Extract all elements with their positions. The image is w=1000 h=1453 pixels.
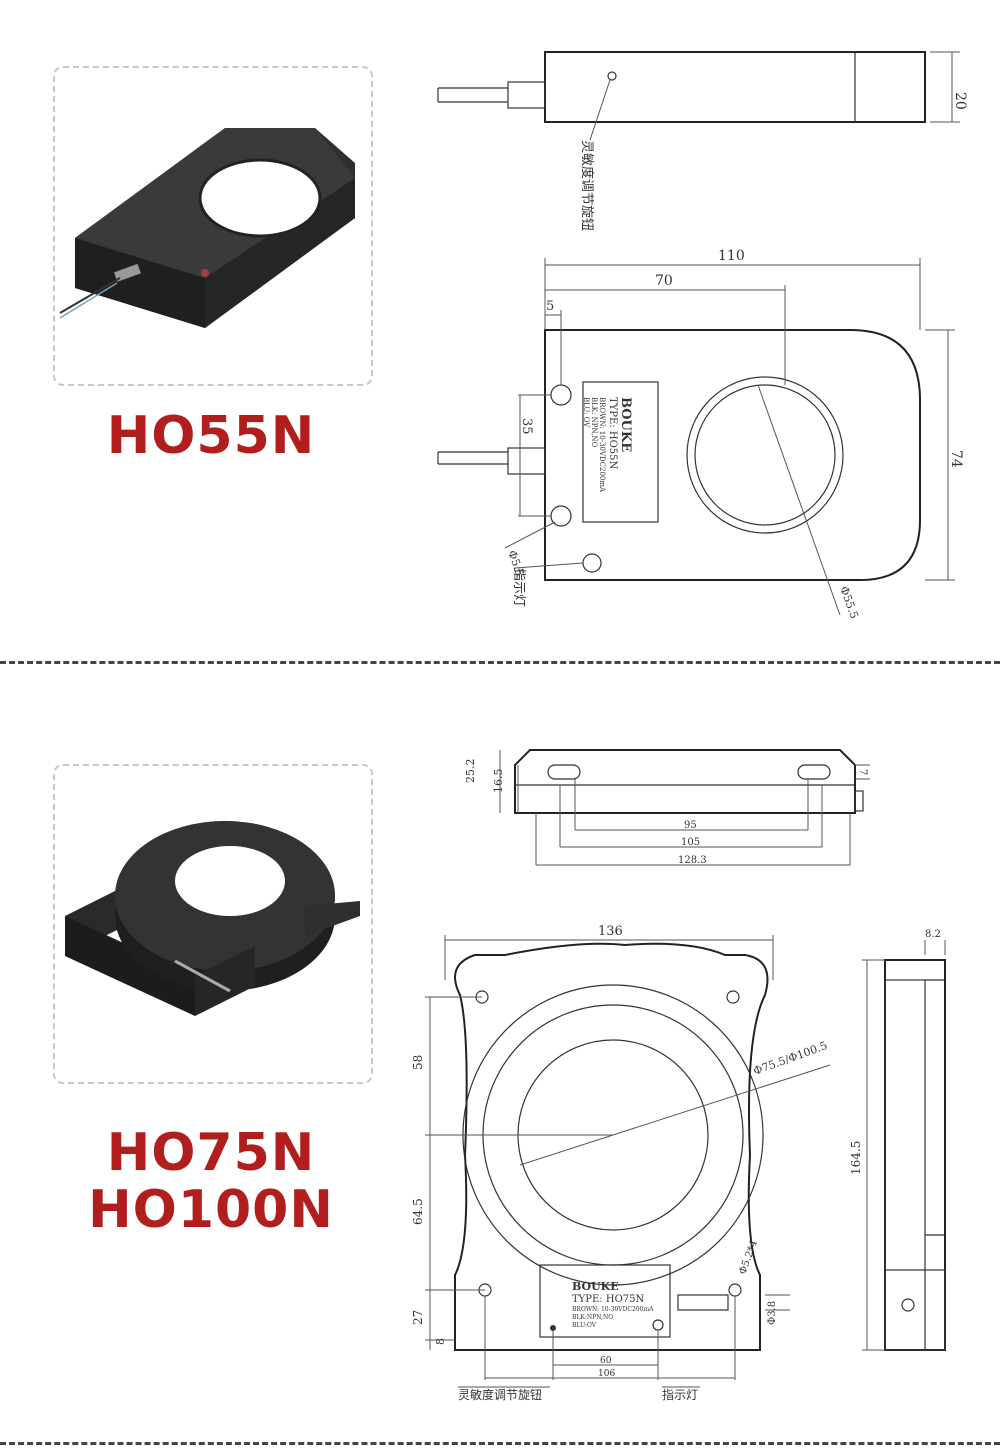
svg-text:BLK: NPN,NO: BLK: NPN,NO bbox=[590, 397, 598, 447]
dim-bore-dia: Φ55.5 bbox=[837, 585, 861, 621]
dim-lower: 64.5 bbox=[411, 1198, 425, 1225]
svg-text:BOUKE: BOUKE bbox=[618, 397, 633, 452]
svg-text:BROWN: 10-30VDC200mA: BROWN: 10-30VDC200mA bbox=[572, 1306, 654, 1313]
dim-overall-width: 128.3 bbox=[678, 855, 707, 866]
dim-holes-60: 60 bbox=[600, 1356, 612, 1366]
dim-offset: 5 bbox=[546, 299, 554, 314]
dim-upper: 58 bbox=[411, 1055, 425, 1070]
section-separator-2 bbox=[0, 1442, 1000, 1445]
dim-width: 136 bbox=[598, 924, 623, 939]
section-separator-1 bbox=[0, 661, 1000, 664]
dim-thickness: 20 bbox=[952, 92, 968, 110]
dim-slot-spacing: 95 bbox=[684, 820, 697, 831]
dim-center: 70 bbox=[655, 273, 673, 289]
knob-icon-2 bbox=[550, 1325, 556, 1331]
svg-text:BLU: OV: BLU: OV bbox=[582, 397, 590, 428]
dim-bottom: 27 bbox=[411, 1310, 425, 1325]
ho75n-nameplate: BOUKE TYPE: HO75N BROWN: 10-30VDC200mA B… bbox=[572, 1280, 654, 1329]
svg-text:TYPE: HO55N: TYPE: HO55N bbox=[607, 397, 618, 469]
ho75n-right-side-view: 8.2 164.5 bbox=[849, 929, 946, 1351]
dim-height-body: 16.5 bbox=[492, 769, 505, 794]
dim-height-total: 25.2 bbox=[464, 759, 477, 784]
product-photo-frame-ho55n bbox=[53, 66, 373, 386]
annotation-indicator-2: 指示灯 bbox=[662, 1387, 698, 1402]
dim-total-height: 164.5 bbox=[849, 1141, 863, 1175]
dim-cable-dia: Φ3.8 bbox=[767, 1301, 778, 1325]
dim-bore-dia-2: Φ75.5/Φ100.5 bbox=[752, 1039, 829, 1078]
dim-hole-spacing: 35 bbox=[519, 418, 534, 435]
annotation-indicator: 指示灯 bbox=[511, 568, 526, 607]
dim-outer-spacing: 105 bbox=[681, 837, 700, 848]
dim-length: 110 bbox=[718, 248, 745, 264]
svg-text:BLK:NPN,NO: BLK:NPN,NO bbox=[572, 1314, 613, 1321]
indicator-icon-2 bbox=[652, 1319, 664, 1331]
ho55n-nameplate: BOUKE TYPE: HO55N BROWN: 10-30VDC200mA B… bbox=[582, 397, 633, 493]
ho55n-top-view: BOUKE TYPE: HO55N BROWN: 10-30VDC200mA B… bbox=[437, 248, 964, 621]
svg-text:BLU:OV: BLU:OV bbox=[572, 1322, 597, 1329]
model-name-ho55n: HO55N bbox=[106, 406, 316, 466]
dim-holes-106: 106 bbox=[598, 1369, 615, 1379]
svg-text:BROWN: 10-30VDC200mA: BROWN: 10-30VDC200mA bbox=[598, 397, 606, 493]
svg-text:TYPE: HO75N: TYPE: HO75N bbox=[572, 1294, 644, 1305]
knob-icon bbox=[607, 71, 617, 81]
dim-side-thickness: 8.2 bbox=[925, 929, 941, 940]
ho55n-product-image bbox=[59, 128, 355, 328]
ho75n-side-view: 95 105 128.3 25.2 16.5 7 bbox=[464, 749, 870, 866]
annotation-knob: 灵敏度调节旋钮 bbox=[579, 140, 595, 231]
ho75n-front-view: BOUKE TYPE: HO75N BROWN: 10-30VDC200mA B… bbox=[411, 924, 831, 1402]
svg-text:BOUKE: BOUKE bbox=[572, 1280, 619, 1293]
ho55n-technical-drawing: 20 灵敏度调节旋钮 BOUKE TYPE: HO55N BROWN: 10-3… bbox=[437, 51, 968, 621]
model-name-ho100n: HO100N bbox=[88, 1180, 334, 1240]
product-photo-frame-ho75n bbox=[53, 764, 373, 1084]
model-name-ho75n: HO75N bbox=[106, 1123, 316, 1183]
dim-slot: 7 bbox=[857, 769, 868, 775]
dim-height: 74 bbox=[948, 450, 964, 468]
ho75n-technical-drawing: 95 105 128.3 25.2 16.5 7 BOUKE TYPE: bbox=[411, 749, 946, 1402]
ho75n-product-image bbox=[65, 821, 360, 1016]
ho55n-side-view: 20 灵敏度调节旋钮 bbox=[437, 51, 968, 231]
annotation-knob-2: 灵敏度调节旋钮 bbox=[458, 1387, 542, 1402]
dim-base: 8 bbox=[434, 1338, 447, 1345]
